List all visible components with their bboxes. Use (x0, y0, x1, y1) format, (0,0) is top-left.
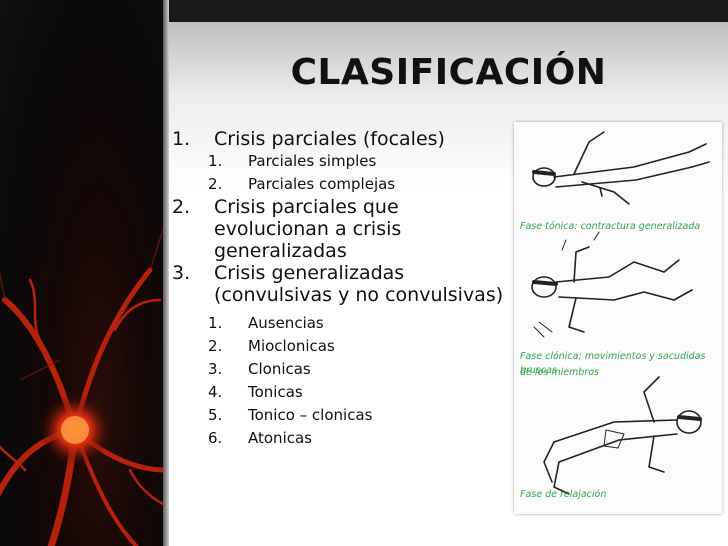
list-item: 1.Crisis parciales (focales) (172, 128, 445, 150)
sub-list-item: 2.Parciales complejas (208, 175, 396, 193)
sub-list-item: 6.Atonicas (208, 429, 312, 447)
neuron-image (0, 0, 163, 546)
seizure-phases-illustration: Fase tónica: contractura generalizada Fa… (514, 122, 722, 514)
sub-list-item: 1.Ausencias (208, 314, 324, 332)
slide-divider (163, 0, 169, 546)
classification-list: 1.Crisis parciales (focales) 1.Parciales… (172, 128, 517, 450)
caption-relaxation-phase: Fase de relajación (520, 489, 607, 500)
sub-list-item: 3.Clonicas (208, 360, 311, 378)
top-band (169, 0, 728, 22)
list-item: 2.Crisis parciales que evolucionan a cri… (172, 196, 402, 262)
sub-list-item: 4.Tonicas (208, 383, 303, 401)
caption-clonic-phase: Fase clónica: movimientos y sacudidas br… (520, 351, 706, 376)
caption-tonic-phase: Fase tónica: contractura generalizada (520, 221, 701, 232)
caption-clonic-phase-line2: de los miembros (520, 367, 600, 378)
sub-list-item: 1.Parciales simples (208, 152, 377, 170)
sub-list-item: 5.Tonico – clonicas (208, 406, 373, 424)
seizure-figures-icon (531, 131, 710, 495)
slide-title: CLASIFICACIÓN (290, 52, 607, 93)
sub-list-item: 2.Mioclonicas (208, 337, 335, 355)
neuron-icon (0, 229, 163, 546)
list-item: 3.Crisis generalizadas (convulsivas y no… (172, 262, 504, 306)
